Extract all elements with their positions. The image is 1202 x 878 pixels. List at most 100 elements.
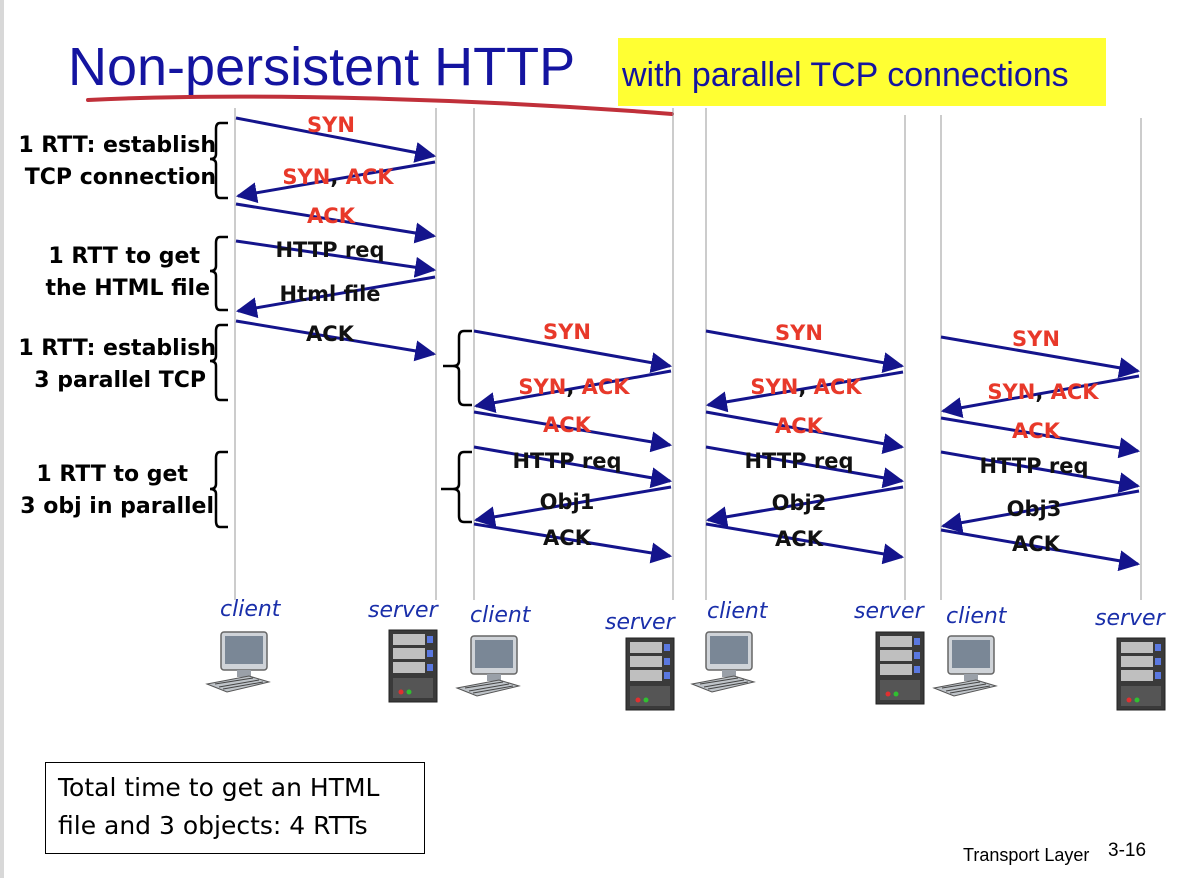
footer-slide-number: 3-16 [1108,840,1147,861]
arrow-syn-ack-c2 [473,369,672,413]
msg-syn-ack-c4: SYN, ACK [987,380,1098,404]
arrow-ack-c2 [473,410,673,453]
footer-label: Transport Layer [963,845,1090,865]
phase-3-line-1: 1 RTT: establish [18,336,216,361]
server-label-4: server [1095,606,1165,631]
msg-syn-ack-syn: SYN [282,165,331,189]
arrow-http-req-c2 [473,445,673,489]
msg-obj1: Obj1 [539,490,595,514]
server-rack-icon-1 [388,629,438,703]
client-label-2: client [470,603,531,628]
msg-syn-ack: SYN, ACK [282,165,393,189]
msg-syn-c4: SYN [1012,327,1060,351]
msg-syn-ack-c4-syn: SYN [987,380,1036,404]
phase-1-line-1: 1 RTT: establish [18,133,216,158]
msg-syn-ack-c2-ack: ACK [581,375,630,399]
server-rack-icon-4 [1116,637,1166,711]
arrow-syn-ack-c3 [705,370,904,413]
msg-syn-ack-c2: SYN, ACK [518,375,629,399]
bracket-parallel-objects [441,450,472,524]
phase-2-line-1: 1 RTT to get [48,244,200,269]
msg-syn-ack-c3-ack: ACK [813,375,862,399]
client-computer-icon-3 [690,631,756,693]
msg-ack-c3: ACK [775,414,823,438]
client-label-4: client [946,604,1007,629]
summary-line-2: file and 3 objects: 4 RTTs [58,811,368,840]
phase-brackets [209,121,472,529]
arrow-obj2 [705,485,904,528]
msg-syn-ack-c2-comma: , [566,375,582,399]
bracket-phase-3 [209,323,228,402]
client-computer-icon-2 [455,635,521,697]
msg-ack-obj1: ACK [543,526,591,550]
phase-1-line-2: TCP connection [24,165,216,190]
server-label-2: server [605,610,675,635]
arrow-ack [235,202,437,244]
server-rack-icon-2 [625,637,675,711]
msg-http-req-c2: HTTP req [512,449,622,473]
client-label-1: client [220,597,281,622]
client-computer-icon-1 [205,631,271,693]
msg-http-req-c4: HTTP req [979,454,1089,478]
arrow-http-req [235,239,437,278]
arrow-ack-obj2 [705,522,905,565]
arrow-syn-ack-c4 [940,374,1140,419]
arrow-syn-c3 [705,329,905,374]
msg-syn-ack-c3: SYN, ACK [750,375,861,399]
msg-obj2: Obj2 [771,491,827,515]
msg-syn-c2: SYN [543,320,591,344]
msg-http-req: HTTP req [275,238,385,262]
summary-box: Total time to get an HTML file and 3 obj… [45,762,425,854]
title-underline [86,94,674,116]
phase-4-line-1: 1 RTT to get [36,462,188,487]
arrow-ack-obj1 [473,522,673,564]
bracket-phase-1 [209,121,228,200]
message-arrows [235,116,1141,572]
phase-2-line-2: the HTML file [45,276,210,301]
msg-syn-ack-c4-ack: ACK [1050,380,1099,404]
arrow-http-req-c3 [705,445,905,489]
msg-html-file: Html file [279,282,381,306]
client-computer-icon-4 [932,635,998,697]
msg-ack-obj2: ACK [775,527,823,551]
slide-title: Non-persistent HTTP [68,37,576,97]
client-label-3: client [707,599,768,624]
msg-syn-c3: SYN [775,321,823,345]
phase-3-line-2: 3 parallel TCP [34,368,206,393]
msg-ack-c4: ACK [1012,419,1060,443]
subtitle-highlight [618,38,1106,106]
msg-ack-2: ACK [306,322,354,346]
msg-syn-ack-comma: , [330,165,346,189]
arrow-ack-c3 [705,410,905,455]
msg-syn-ack-c4-comma: , [1035,380,1051,404]
arrow-obj1 [473,485,672,528]
arrow-ack-obj3 [940,528,1141,572]
msg-obj3: Obj3 [1006,497,1062,521]
msg-syn-ack-ack: ACK [345,165,394,189]
msg-ack-c2: ACK [543,413,591,437]
arrow-syn [235,116,437,163]
bracket-phase-2 [209,235,228,312]
arrow-syn-ack [235,160,436,204]
arrow-syn-c2 [473,329,673,374]
arrow-html-file [235,275,436,319]
arrow-http-req-c4 [940,450,1141,494]
phase-4-line-2: 3 obj in parallel [20,494,214,519]
msg-syn-ack-c2-syn: SYN [518,375,567,399]
summary-line-1: Total time to get an HTML [58,773,380,802]
slide-edge [0,0,4,878]
msg-syn-ack-c3-syn: SYN [750,375,799,399]
msg-ack-obj3: ACK [1012,532,1060,556]
msg-ack: ACK [307,204,355,228]
msg-syn-ack-c3-comma: , [798,375,814,399]
slide-subtitle: with parallel TCP connections [622,56,1069,94]
bracket-parallel-connect [443,329,472,407]
server-label-1: server [368,598,438,623]
msg-syn: SYN [307,113,355,137]
arrow-ack-2 [235,319,437,362]
arrow-obj3 [940,489,1140,534]
server-label-3: server [854,599,924,624]
server-rack-icon-3 [875,631,925,705]
bracket-phase-4 [209,450,228,529]
arrow-ack-c4 [940,416,1141,459]
